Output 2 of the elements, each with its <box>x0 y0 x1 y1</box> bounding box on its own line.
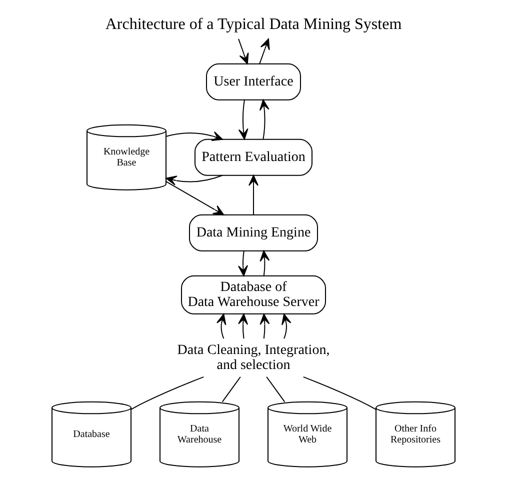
diagram-title: Architecture of a Typical Data Mining System <box>105 16 402 33</box>
node-text: Data Cleaning, Integration, and selection <box>177 343 330 374</box>
